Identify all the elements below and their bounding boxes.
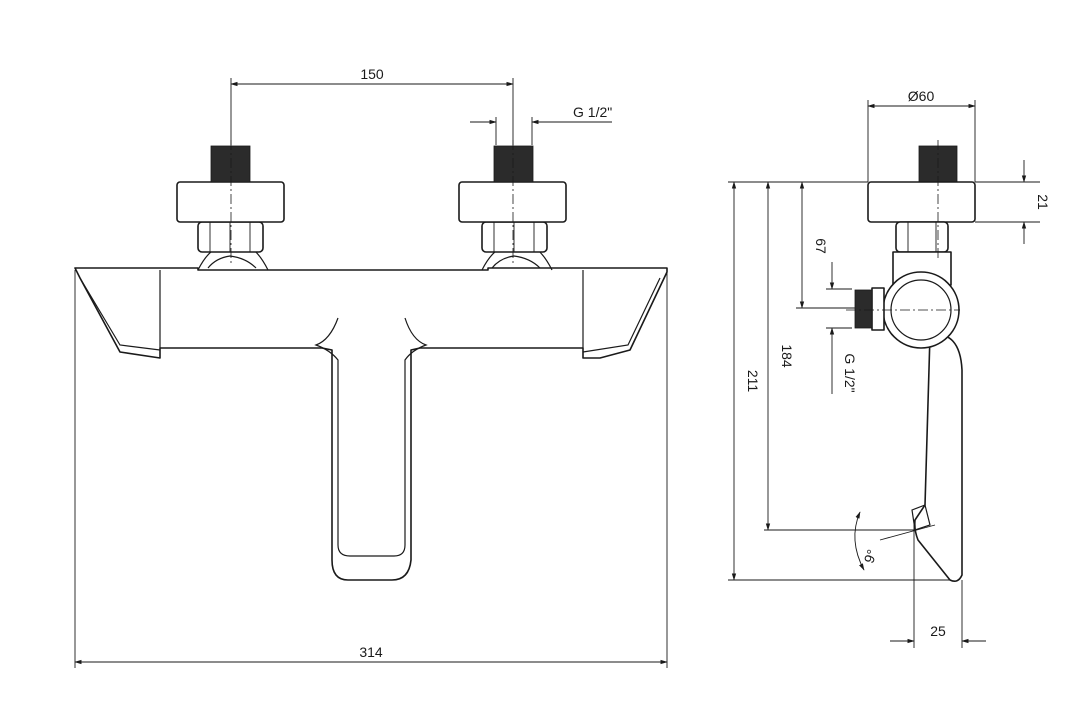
dim-spout-height-label: 184 (779, 344, 795, 368)
dim-thread-label: G 1/2" (573, 104, 612, 120)
inlet-left-flange (176, 181, 285, 223)
dim-width-label: 314 (359, 644, 383, 660)
front-view: 314 150 G 1/2" (74, 66, 668, 668)
angle-ref-line (879, 524, 936, 541)
inlet-left (176, 140, 285, 271)
side-lever (914, 333, 963, 582)
inlet-left-thread (210, 145, 251, 183)
dim-inlet-height-label: 67 (813, 238, 829, 254)
inlet-right (458, 140, 567, 271)
dim-offset-label: 25 (930, 623, 946, 639)
angle-arc (854, 511, 865, 571)
mixer-body (74, 267, 668, 581)
dim-spacing-label: 150 (360, 66, 384, 82)
inlet-right-flange (458, 181, 567, 223)
right-cap-chamfer (582, 277, 661, 353)
side-view: Ø60 21 211 184 67 G 1/2" (728, 88, 1051, 648)
side-nut (895, 221, 949, 253)
inlet-right-eccentric-inner (491, 255, 541, 269)
dim-side-thread-label: G 1/2" (842, 353, 858, 392)
inlet-right-nut (481, 221, 548, 253)
dim-flange-label: 21 (1035, 194, 1051, 210)
inlet-left-eccentric-inner (207, 255, 257, 269)
dim-angle-label: 9° (860, 547, 880, 565)
side-inlet-thread (854, 289, 873, 329)
side-inlet-collar (871, 287, 885, 331)
side-flange (867, 181, 976, 223)
dim-diameter-label: Ø60 (908, 88, 935, 104)
spout-contour (314, 317, 428, 557)
inlet-left-nut (197, 221, 264, 253)
inlet-right-thread (493, 145, 534, 183)
left-cap-chamfer (79, 277, 161, 351)
dim-total-height-label: 211 (745, 370, 761, 393)
side-body (846, 140, 976, 582)
